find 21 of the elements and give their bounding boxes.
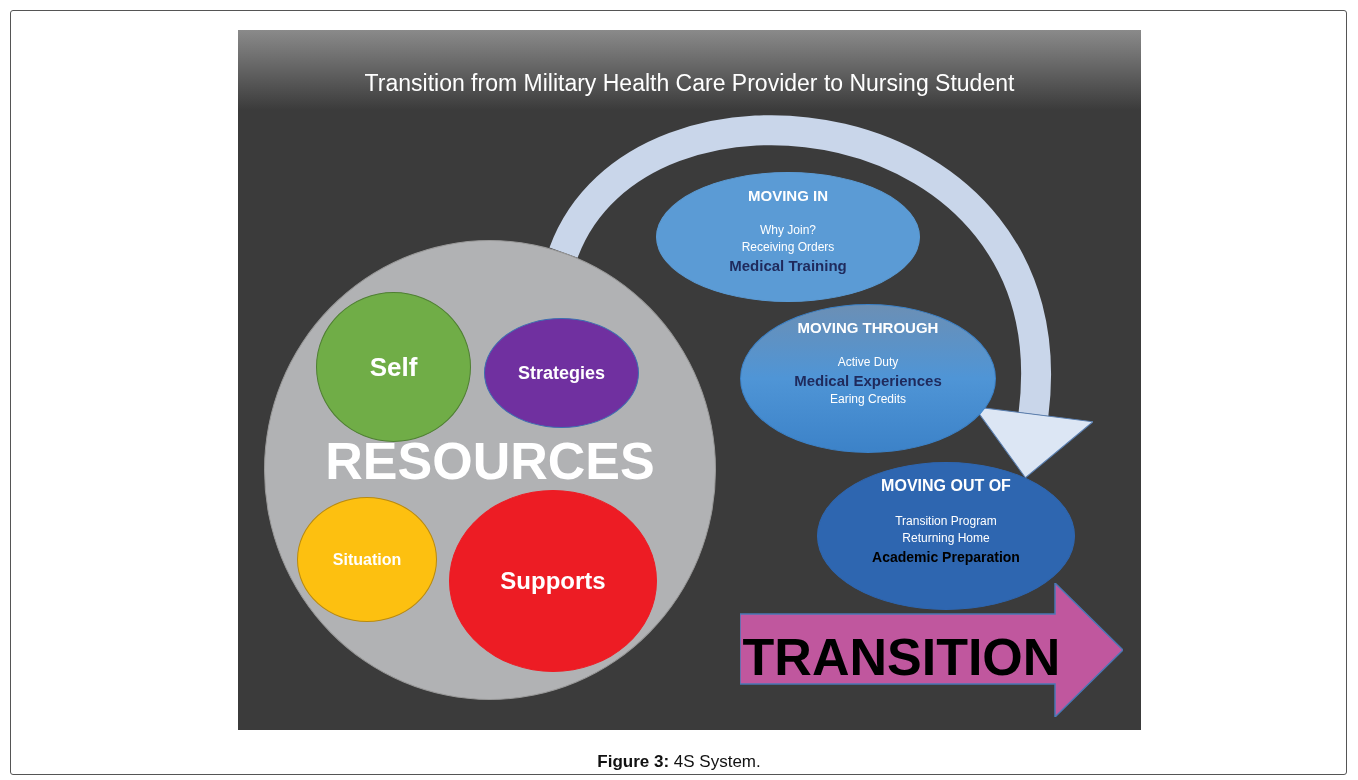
node-label: Self bbox=[369, 351, 418, 383]
node-label: Strategies bbox=[517, 362, 605, 384]
node-label: Supports bbox=[500, 567, 606, 595]
stage-item: Earing Credits bbox=[830, 391, 906, 408]
transition-arrow bbox=[740, 583, 1123, 717]
stage-item: Why Join? bbox=[760, 222, 816, 239]
stage-item: Academic Preparation bbox=[872, 548, 1020, 567]
stage-item: Active Duty bbox=[837, 354, 899, 371]
stage-item: Medical Training bbox=[729, 256, 847, 276]
stage-heading: MOVING THROUGH bbox=[797, 319, 939, 336]
stage-item: Medical Experiences bbox=[794, 371, 942, 391]
figure-caption: Figure 3: 4S System. bbox=[596, 752, 762, 772]
stage-item: Transition Program bbox=[895, 513, 997, 530]
node-label: Situation bbox=[332, 550, 402, 569]
stage-heading: MOVING OUT OF bbox=[881, 477, 1011, 495]
diagram-title: Transition from Military Health Care Provider to Nursing Student bbox=[363, 70, 1016, 97]
node-label: RESOURCES bbox=[325, 431, 655, 491]
arrow-label: TRANSITION bbox=[742, 627, 1061, 687]
stage-heading: MOVING IN bbox=[748, 187, 828, 204]
stage-item: Receiving Orders bbox=[741, 239, 835, 256]
stage-item: Returning Home bbox=[902, 530, 990, 547]
